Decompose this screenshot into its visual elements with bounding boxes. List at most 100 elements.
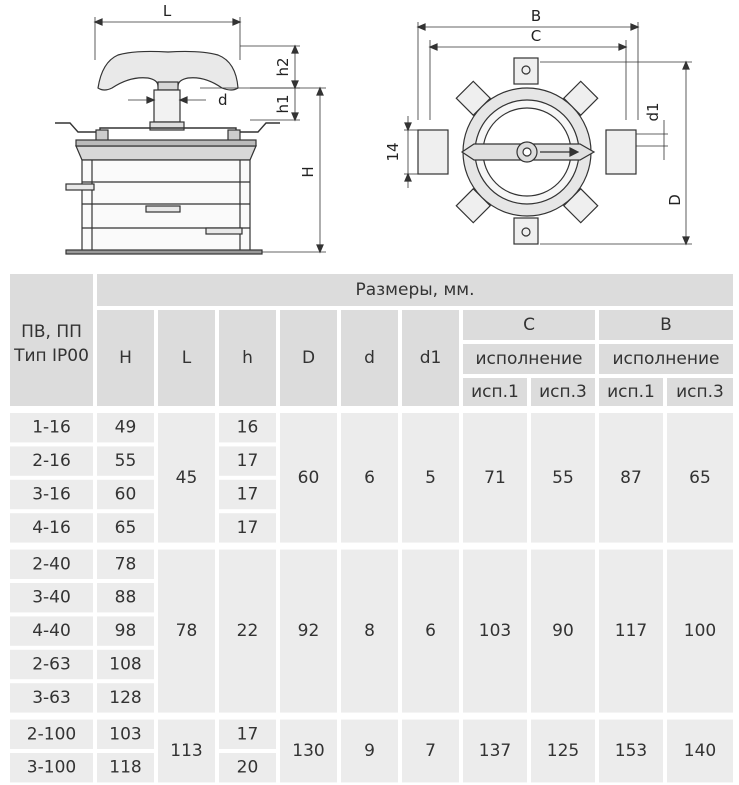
table-row-type-cell — [10, 413, 93, 443]
dimension-D-label: D — [666, 194, 684, 206]
table-row-type: 4-16 — [32, 518, 71, 538]
table-cell-d-value: 8 — [364, 621, 375, 641]
column-header-d-label: d — [364, 348, 375, 368]
table-cell-C3-value: 90 — [552, 621, 574, 641]
top-view-drawing — [404, 22, 692, 246]
table-cell-D-value: 92 — [298, 621, 320, 641]
table-cell-H — [97, 683, 154, 713]
column-header-C-label: C — [523, 315, 535, 335]
column-header-d — [341, 310, 398, 406]
table-cell-C1-value: 103 — [479, 621, 511, 641]
table-cell-C3-value: 55 — [552, 468, 574, 488]
table-cell-C3-merged — [531, 719, 595, 783]
table-row-type-cell — [10, 446, 93, 476]
table-cell-L-value: 113 — [170, 741, 202, 761]
table-row-type: 3-16 — [32, 485, 71, 505]
table-cell-L-value: 78 — [176, 621, 198, 641]
table-cell-d1-value: 5 — [425, 468, 436, 488]
table-cell-H-value: 98 — [115, 621, 137, 641]
table-cell-d1-merged — [402, 549, 459, 713]
table-row-type-cell — [10, 513, 93, 543]
table-cell-L-merged — [158, 719, 215, 783]
table-cell-B1-value: 153 — [615, 741, 647, 761]
table-row-type: 3-40 — [32, 588, 71, 608]
column-header-D — [280, 310, 337, 406]
table-cell-H-value: 103 — [109, 724, 141, 744]
table-cell-D-merged — [280, 549, 337, 713]
table-row-type: 3-100 — [27, 758, 76, 778]
technical-drawings: L h2 d h1 H — [55, 2, 692, 255]
table-cell-h-merged — [219, 549, 276, 713]
row-header-cell — [10, 274, 93, 406]
table-cell-H-value: 88 — [115, 588, 137, 608]
table-cell-B3-merged — [667, 413, 733, 543]
table-row-type: 2-16 — [32, 451, 71, 471]
table-cell-B1-merged — [599, 549, 663, 713]
table-cell-H-value: 108 — [109, 655, 141, 675]
table-cell-d1-merged — [402, 719, 459, 783]
table-cell-H — [97, 583, 154, 613]
column-header-C — [463, 310, 595, 340]
b-variant-header — [599, 344, 733, 374]
table-cell-h-value: 16 — [237, 418, 259, 438]
b-variant-isp1 — [599, 378, 663, 406]
dimension-H-label: H — [299, 166, 317, 177]
table-cell-d-value: 9 — [364, 741, 375, 761]
table-cell-C1-merged — [463, 413, 527, 543]
column-header-L-label: L — [182, 348, 192, 368]
row-header-label-line1: ПВ, ПП — [21, 322, 82, 342]
table-cell-H-value: 60 — [115, 485, 137, 505]
column-header-H — [97, 310, 154, 406]
table-cell-H — [97, 479, 154, 510]
table-cell-L-value: 45 — [176, 468, 198, 488]
column-header-h-label: h — [242, 348, 253, 368]
table-cell-h — [219, 479, 276, 510]
table-cell-H-value: 55 — [115, 451, 137, 471]
table-cell-d1-value: 7 — [425, 741, 436, 761]
table-row-type-cell — [10, 719, 93, 749]
side-view-drawing — [55, 17, 326, 255]
table-cell-H — [97, 513, 154, 543]
dimension-14-label: 14 — [384, 142, 402, 161]
table-cell-H-value: 49 — [115, 418, 137, 438]
table-cell-d-merged — [341, 719, 398, 783]
table-cell-B3-merged — [667, 549, 733, 713]
table-cell-B3-value: 100 — [684, 621, 716, 641]
c-variant-label: исполнение — [476, 349, 583, 369]
table-cell-d-merged — [341, 549, 398, 713]
table-cell-C3-merged — [531, 549, 595, 713]
table-cell-h — [219, 513, 276, 543]
table-cell-h-value: 17 — [237, 724, 259, 744]
dimension-h2-label: h2 — [274, 57, 292, 76]
table-cell-D-value: 130 — [292, 741, 324, 761]
table-cell-H — [97, 446, 154, 476]
c-variant-isp3-label: исп.3 — [539, 382, 587, 402]
c-variant-isp1-label: исп.1 — [471, 382, 519, 402]
table-cell-L-merged — [158, 549, 215, 713]
column-header-d1-label: d1 — [420, 348, 442, 368]
table-cell-H-value: 128 — [109, 688, 141, 708]
column-header-d1 — [402, 310, 459, 406]
b-variant-isp3-label: исп.3 — [676, 382, 724, 402]
b-variant-isp1-label: исп.1 — [607, 382, 655, 402]
table-cell-h — [219, 753, 276, 783]
table-cell-h — [219, 719, 276, 749]
table-row-type: 4-40 — [32, 621, 71, 641]
table-cell-C1-merged — [463, 719, 527, 783]
table-cell-h — [219, 446, 276, 476]
table-cell-H — [97, 753, 154, 783]
table-cell-C1-merged — [463, 549, 527, 713]
row-header-label-line2: Тип IP00 — [13, 346, 89, 366]
table-cell-B3-merged — [667, 719, 733, 783]
table-cell-H-value: 78 — [115, 554, 137, 574]
column-header-h — [219, 310, 276, 406]
c-variant-header — [463, 344, 595, 374]
table-cell-h-value: 20 — [237, 758, 259, 778]
table-row-type: 2-63 — [32, 655, 71, 675]
table-cell-C1-value: 71 — [484, 468, 506, 488]
table-cell-h-value: 17 — [237, 451, 259, 471]
table-cell-d1-value: 6 — [425, 621, 436, 641]
table-cell-H-value: 65 — [115, 518, 137, 538]
dimension-h1-label: h1 — [274, 94, 292, 113]
table-cell-D-merged — [280, 719, 337, 783]
